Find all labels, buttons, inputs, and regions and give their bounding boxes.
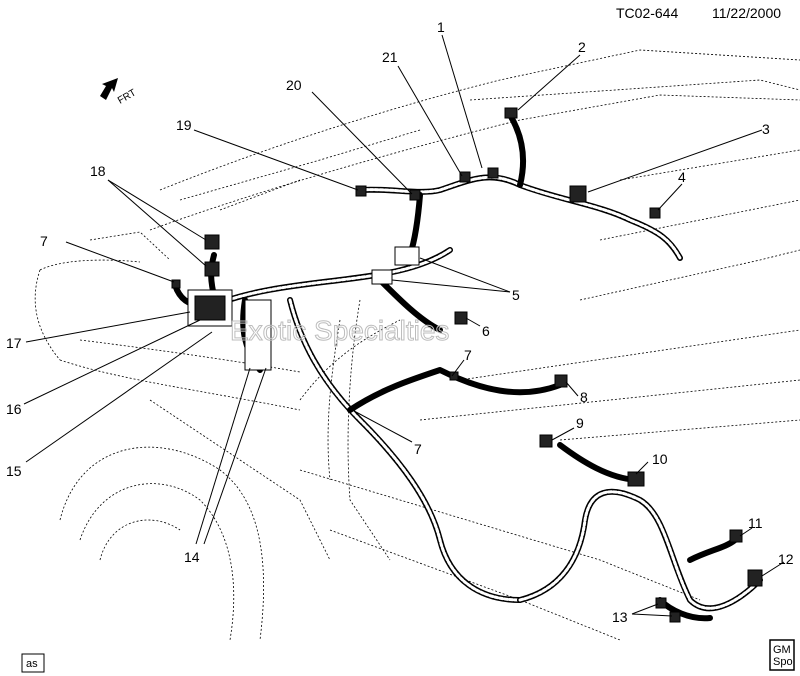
callout-16: 16 [6,401,22,417]
callout-13: 13 [612,609,628,625]
callout-7-middle: 7 [464,347,472,363]
callout-7-left: 7 [40,233,48,249]
callout-6: 6 [482,323,490,339]
drawing-date: 11/22/2000 [712,5,781,21]
callout-11: 11 [748,515,763,531]
callout-12: 12 [778,551,794,567]
callout-4: 4 [678,169,686,185]
callout-21: 21 [382,49,398,65]
badge-left: as [21,653,45,673]
callout-20: 20 [286,77,302,93]
badge-right-logo: GM Spo [769,639,795,671]
watermark-text: Exotic Specialties [230,315,449,346]
front-direction-label: FRT [116,87,138,106]
badge-right-top: GM [773,644,791,656]
callout-9: 9 [576,415,584,431]
callout-10: 10 [652,451,668,467]
callout-15: 15 [6,463,22,479]
callout-18: 18 [90,163,106,179]
callout-5: 5 [512,287,520,303]
harness-connectors [171,107,763,623]
callout-14: 14 [184,549,200,565]
front-direction-arrow-icon [100,78,118,100]
callout-3: 3 [762,121,770,137]
callout-labels: 1 2 3 4 5 6 7 7 7 8 9 10 11 12 13 14 15 … [6,19,794,625]
callout-17: 17 [6,335,22,351]
vehicle-body-outline [34,49,800,641]
callout-19: 19 [176,117,192,133]
drawing-code: TC02-644 [616,5,678,21]
callout-1: 1 [437,19,445,35]
callout-8: 8 [580,389,588,405]
callout-leader-lines [23,34,785,617]
badge-left-text: as [26,658,38,670]
callout-2: 2 [578,39,586,55]
callout-7-lower: 7 [414,441,422,457]
badge-right-bottom: Spo [773,656,793,668]
